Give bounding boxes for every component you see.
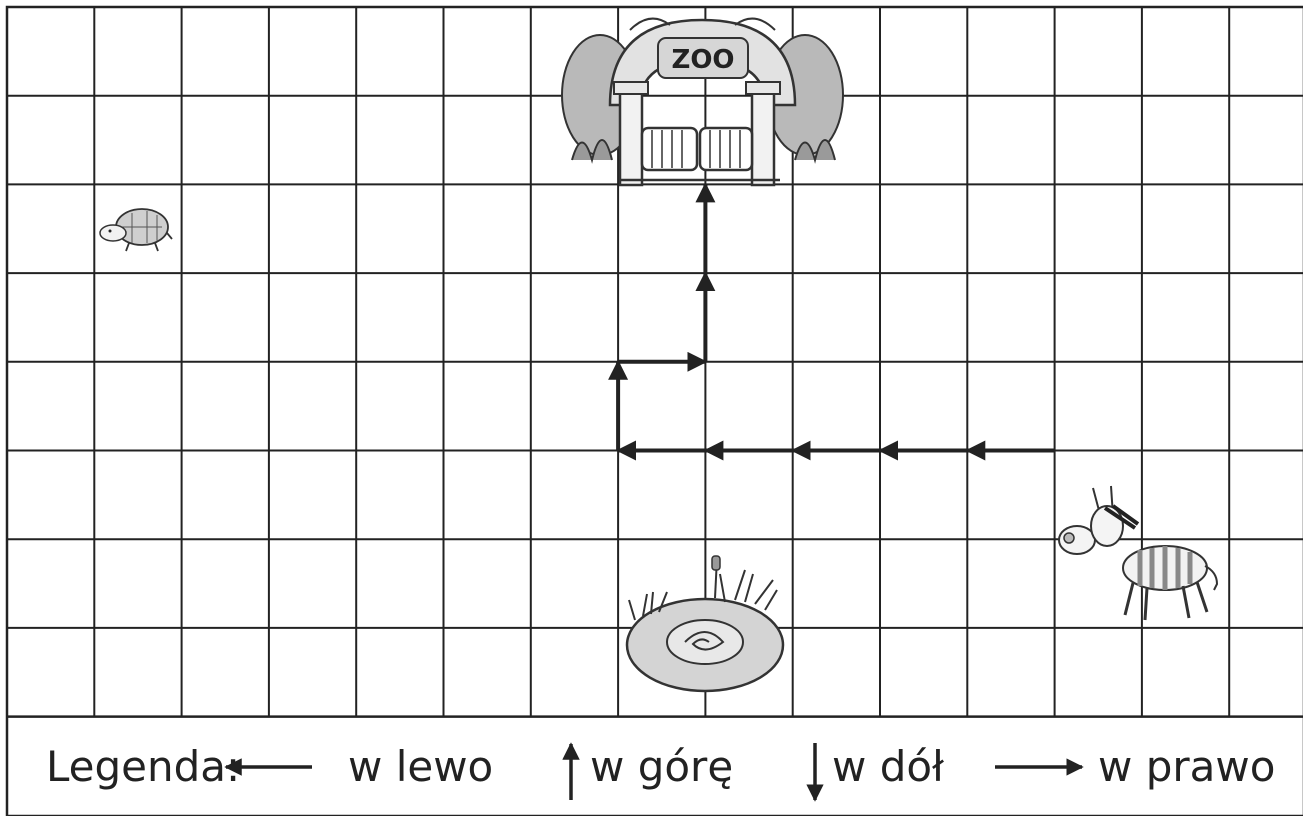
legend-down-label: w dół (832, 742, 944, 791)
legend: Legenda: w lewo w górę w dół w prawo (46, 742, 1275, 802)
zebra-icon (1058, 485, 1219, 621)
board-frame (5, 5, 1303, 816)
turtle-icon (99, 208, 173, 252)
legend-up-label: w górę (590, 742, 733, 791)
zoo-sign-text: ZOO (671, 45, 734, 75)
pond-icon (625, 555, 785, 693)
legend-title: Legenda: (46, 742, 240, 791)
path-arrows (608, 182, 1055, 461)
legend-left-label: w lewo (348, 742, 493, 791)
zoo-gate-icon: ZOO (561, 17, 844, 187)
legend-right-label: w prawo (1098, 742, 1275, 791)
